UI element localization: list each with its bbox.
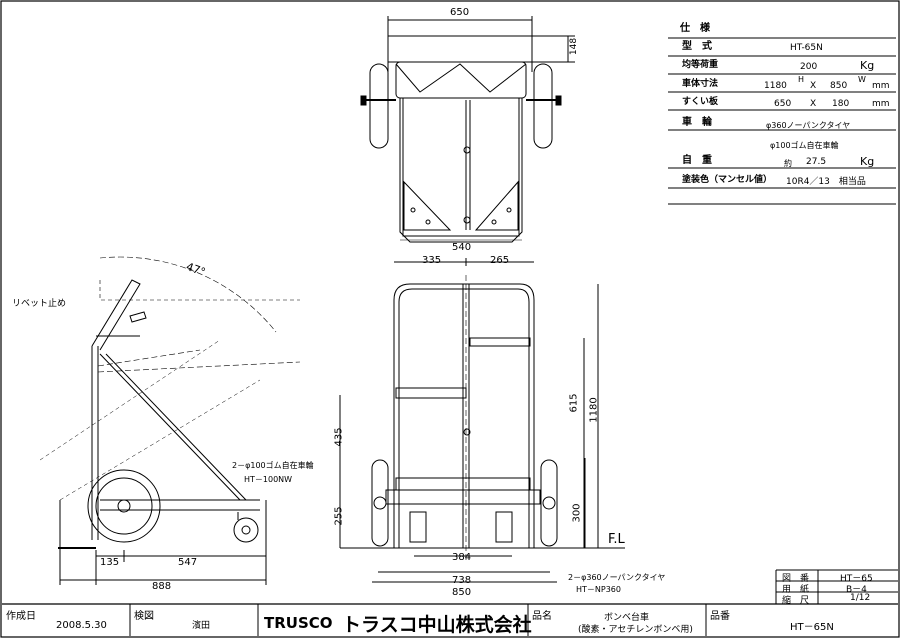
product-name-2: (酸素・アセチレンボンベ用) [578,625,693,635]
part-number: HT－65N [790,622,834,633]
made-label: 作成日 [6,611,36,622]
paper-label: 用 紙 [782,585,810,595]
drawing-no: HT－65 [840,574,873,584]
spec-val-size-w: 850 [830,81,848,91]
paper-size: B－4 [846,585,867,595]
part-label: 品番 [710,611,730,622]
spec-val-paint: 10R4／13 相当品 [786,177,866,187]
drawing-no-label: 図 番 [782,574,810,584]
spec-val-blade-r: 180 [832,99,850,109]
dim-front-615: 615 [568,393,580,413]
spec-key-wheel: 車 輪 [682,117,712,128]
spec-key-load: 均等荷重 [682,60,719,70]
note-tire-2: HT－NP360 [576,585,621,594]
company-logo-en: TRUSCO [264,614,333,632]
dim-side-547: 547 [178,557,198,568]
spec-x-blade: X [810,99,817,109]
dim-front-738: 738 [452,575,472,586]
spec-unit-size: mm [872,81,890,91]
spec-val-load: 200 [800,62,818,72]
product-label: 品名 [532,611,552,622]
dim-front-265: 265 [490,255,510,266]
spec-val-model: HT-65N [790,43,823,53]
spec-unit-blade: mm [872,99,890,109]
dim-top-148: 148 [569,37,580,56]
scale-value: 1/12 [850,593,871,603]
spec-key-model: 型 式 [682,41,712,52]
product-name-1: ボンベ台車 [604,613,650,623]
dim-top-650: 650 [450,7,470,18]
spec-table-lines [668,37,896,205]
scale-label: 縮 尺 [782,596,810,606]
top-view [360,16,575,243]
check-label: 検図 [134,611,154,622]
spec-title: 仕 様 [680,23,710,34]
spec-sup-h: H [798,75,805,84]
spec-unit-weight: Kg [860,155,875,168]
dim-front-435: 435 [333,427,345,447]
dim-top-540: 540 [452,242,472,253]
dim-front-300: 300 [571,503,583,523]
spec-key-size: 車体寸法 [682,79,719,89]
spec-val-blade-l: 650 [774,99,792,109]
dim-front-255: 255 [333,506,345,526]
note-caster-1: 2－φ100ゴム自在車輪 [232,461,314,470]
company-logo-jp: トラスコ中山株式会社 [342,614,532,636]
front-view [339,258,625,583]
side-view [39,256,301,585]
spec-val-weight: 27.5 [806,157,827,167]
made-date: 2008.5.30 [56,620,107,631]
note-rivet: リベット止め [12,299,67,309]
spec-val-caster: φ100ゴム自在車輪 [770,141,839,150]
spec-key-weight: 自 重 [682,155,712,166]
spec-key-paint: 塗装色（マンセル値） [682,175,773,185]
note-tire-1: 2－φ360ノーパンクタイヤ [568,573,666,582]
dim-front-335: 335 [422,255,442,266]
dim-front-1180: 1180 [588,397,600,423]
spec-prefix-weight: 約 [784,159,792,168]
spec-key-blade: すくい板 [682,97,719,107]
dim-front-850: 850 [452,587,472,598]
spec-unit-load: Kg [860,59,875,72]
dim-side-135: 135 [100,557,120,568]
spec-sup-w: W [858,75,866,84]
title-block-lines [2,569,898,636]
floor-level-label: F.L [608,532,625,547]
spec-val-size-h: 1180 [764,81,787,91]
checker-name: 濱田 [192,621,211,631]
spec-x-size: X [810,81,817,91]
dim-front-384: 384 [452,552,472,563]
dim-side-888: 888 [152,581,172,592]
top-plate [387,35,533,63]
spec-val-wheel: φ360ノーパンクタイヤ [766,121,851,130]
note-caster-2: HT－100NW [244,475,293,484]
